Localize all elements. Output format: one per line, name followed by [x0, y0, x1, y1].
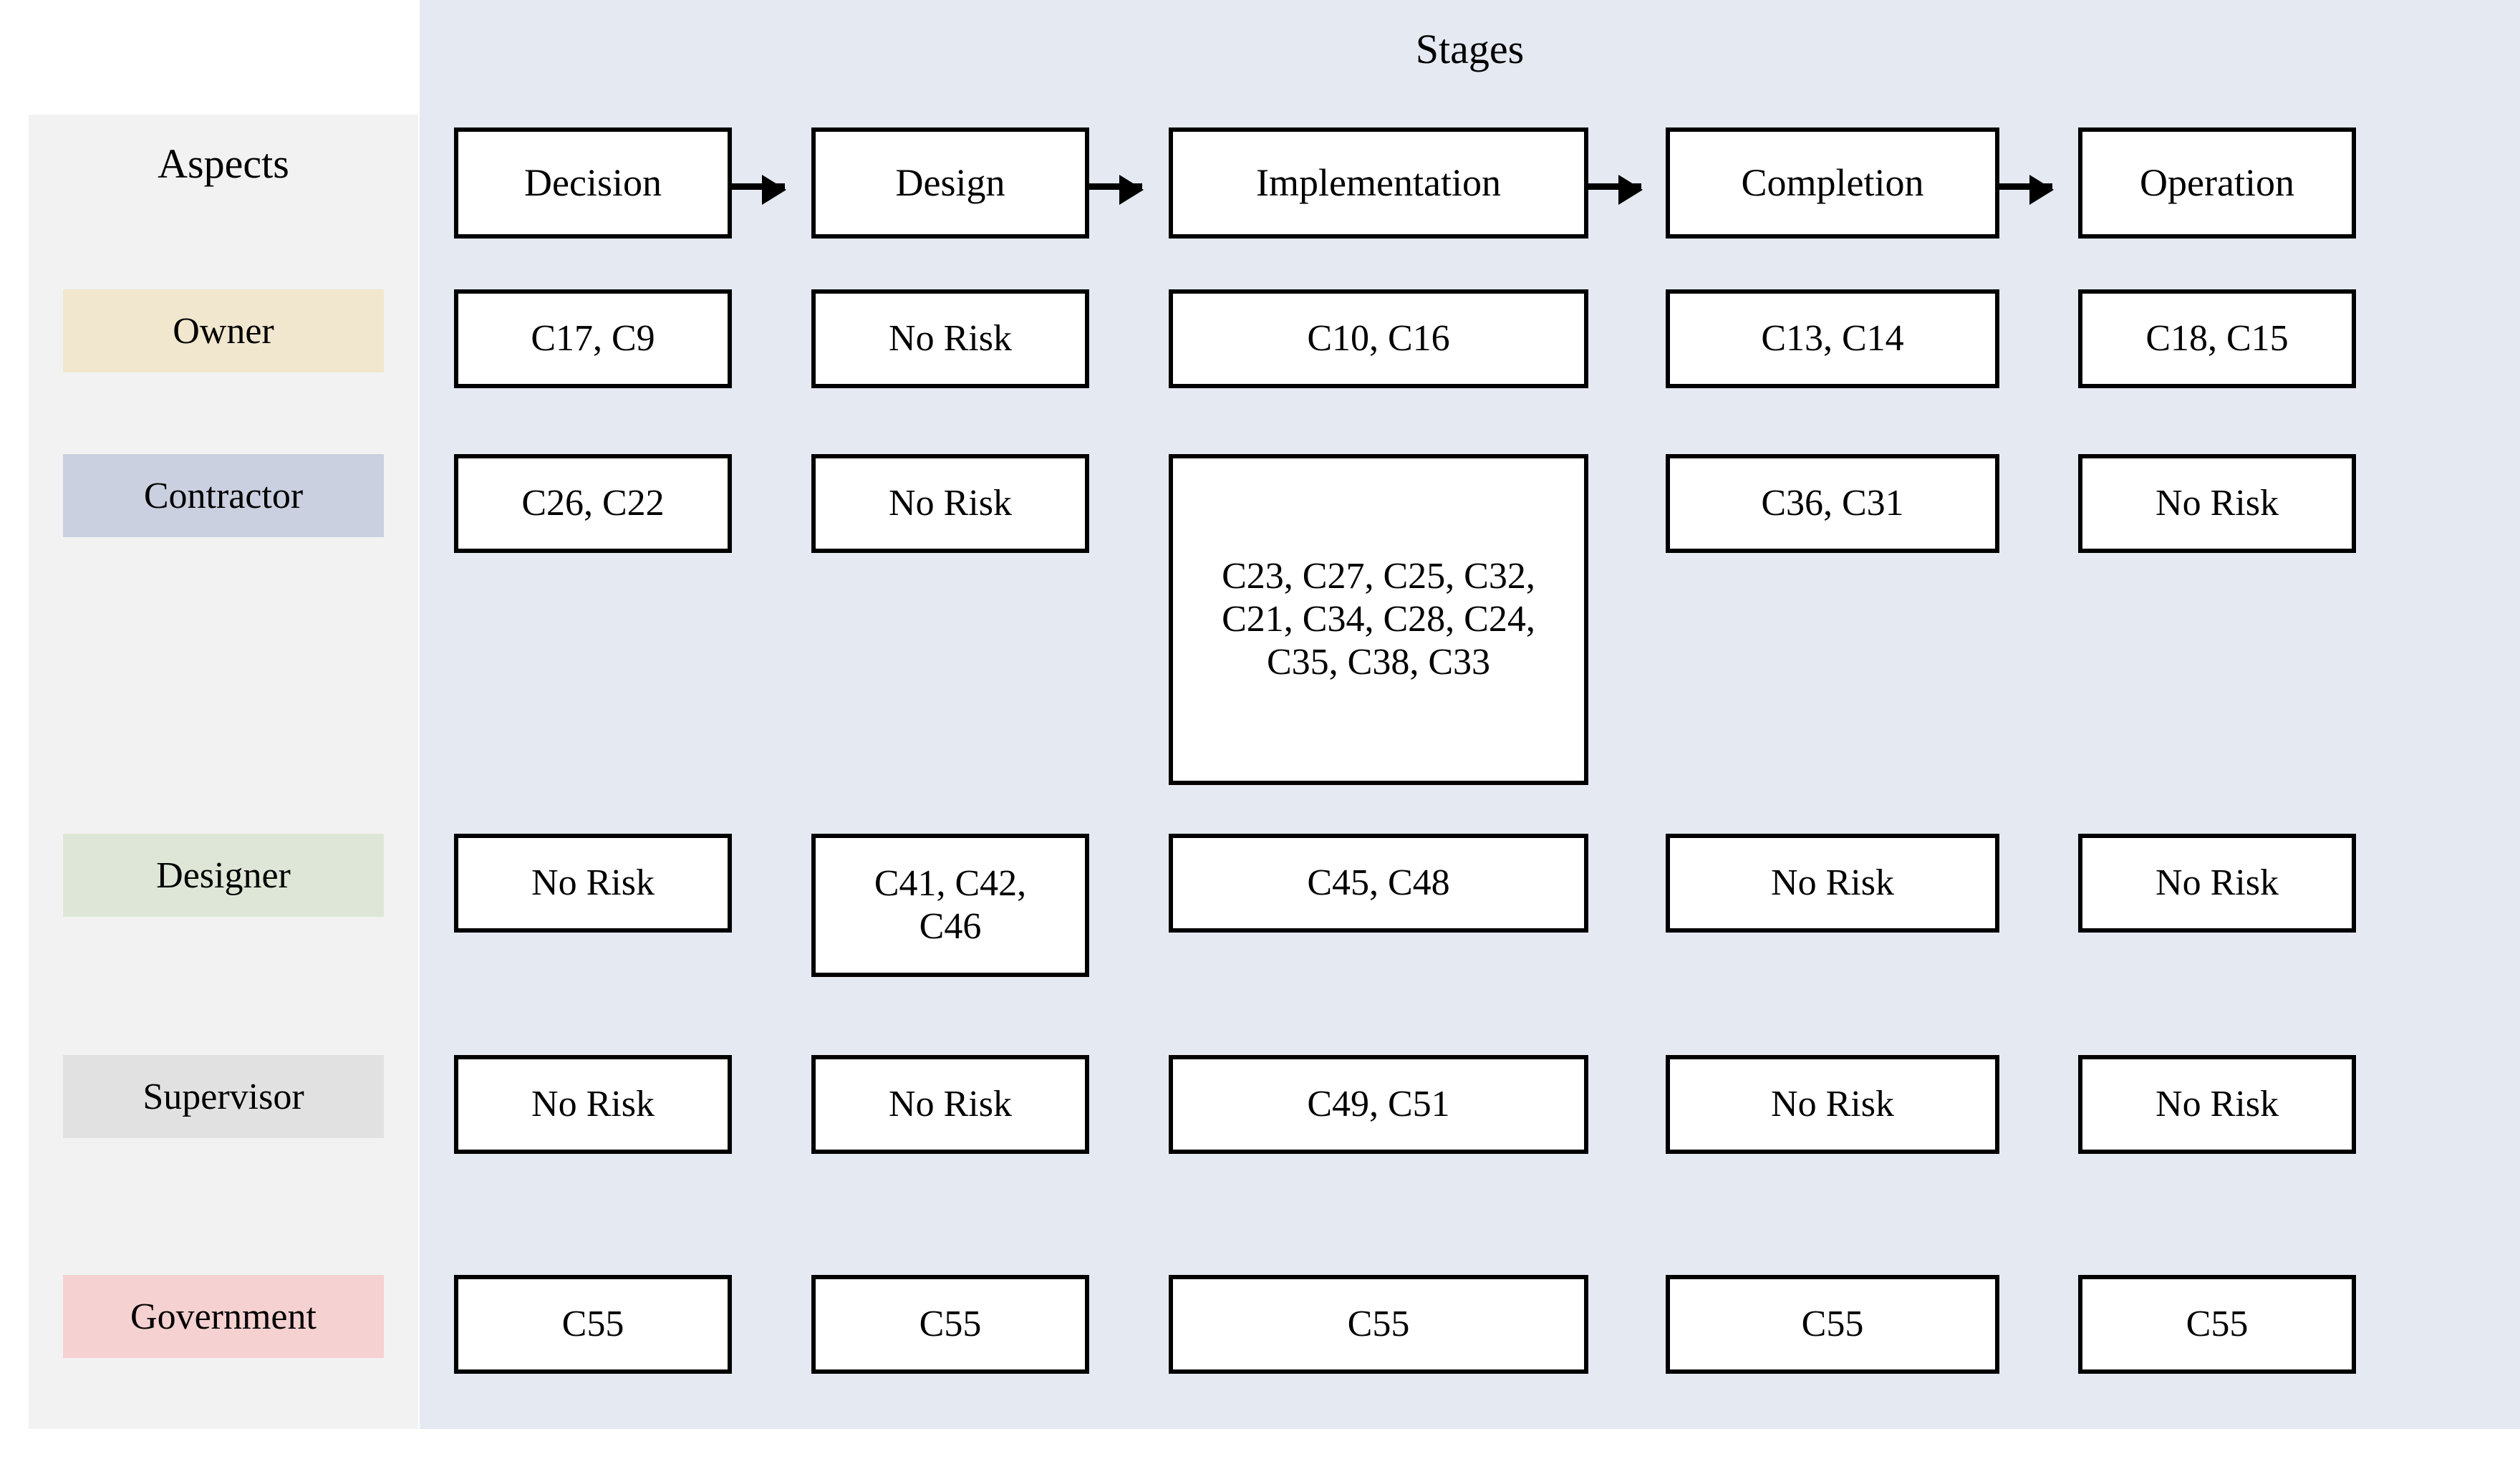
risk-cell-supervisor-design[interactable]: No Risk: [811, 1055, 1089, 1154]
risk-cell-owner-implementation[interactable]: C10, C16: [1169, 289, 1588, 388]
risk-cell-designer-decision[interactable]: No Risk: [454, 834, 732, 933]
risk-cell-contractor-decision[interactable]: C26, C22: [454, 454, 732, 553]
flow-arrow-implementation-to-completion: [1588, 175, 1643, 205]
risk-cell-designer-implementation[interactable]: C45, C48: [1169, 834, 1588, 933]
risk-cell-owner-design[interactable]: No Risk: [811, 289, 1089, 388]
risk-cell-government-completion[interactable]: C55: [1666, 1275, 1999, 1374]
aspect-label-owner-text: Owner: [173, 310, 274, 352]
risk-cell-supervisor-completion[interactable]: No Risk: [1666, 1055, 1999, 1154]
risk-cell-designer-operation[interactable]: No Risk: [2078, 834, 2356, 933]
risk-cell-supervisor-operation[interactable]: No Risk: [2078, 1055, 2356, 1154]
risk-cell-owner-operation[interactable]: C18, C15: [2078, 289, 2356, 388]
aspect-label-contractor: Contractor: [63, 454, 384, 537]
risk-cell-contractor-operation[interactable]: No Risk: [2078, 454, 2356, 553]
risk-cell-designer-design[interactable]: C41, C42, C46: [811, 834, 1089, 977]
aspect-label-designer: Designer: [63, 834, 384, 917]
aspect-label-supervisor: Supervisor: [63, 1055, 384, 1138]
flow-arrow-decision-to-design: [732, 175, 786, 205]
risk-cell-government-design[interactable]: C55: [811, 1275, 1089, 1374]
risk-cell-supervisor-decision[interactable]: No Risk: [454, 1055, 732, 1154]
risk-cell-supervisor-implementation[interactable]: C49, C51: [1169, 1055, 1588, 1154]
flow-arrow-completion-to-operation: [1999, 175, 2054, 205]
aspect-label-government-text: Government: [130, 1296, 317, 1337]
stage-box-operation[interactable]: Operation: [2078, 127, 2356, 239]
stage-box-design[interactable]: Design: [811, 127, 1089, 239]
stage-box-decision[interactable]: Decision: [454, 127, 732, 239]
risk-cell-contractor-completion[interactable]: C36, C31: [1666, 454, 1999, 553]
risk-cell-owner-decision[interactable]: C17, C9: [454, 289, 732, 388]
stage-box-completion[interactable]: Completion: [1666, 127, 1999, 239]
risk-cell-government-operation[interactable]: C55: [2078, 1275, 2356, 1374]
risk-cell-contractor-implementation[interactable]: C23, C27, C25, C32, C21, C34, C28, C24, …: [1169, 454, 1588, 785]
aspect-label-contractor-text: Contractor: [143, 475, 304, 516]
aspect-label-supervisor-text: Supervisor: [143, 1076, 304, 1117]
risk-cell-government-decision[interactable]: C55: [454, 1275, 732, 1374]
aspect-label-owner: Owner: [63, 289, 384, 372]
risk-cell-owner-completion[interactable]: C13, C14: [1666, 289, 1999, 388]
risk-cell-government-implementation[interactable]: C55: [1169, 1275, 1588, 1374]
risk-cell-designer-completion[interactable]: No Risk: [1666, 834, 1999, 933]
aspects-title: Aspects: [158, 140, 289, 187]
risk-cell-contractor-design[interactable]: No Risk: [811, 454, 1089, 553]
flow-arrow-design-to-implementation: [1089, 175, 1144, 205]
aspect-label-government: Government: [63, 1275, 384, 1358]
aspect-label-designer-text: Designer: [156, 854, 291, 896]
stage-box-implementation[interactable]: Implementation: [1169, 127, 1588, 239]
stages-title: Stages: [1415, 26, 1525, 72]
